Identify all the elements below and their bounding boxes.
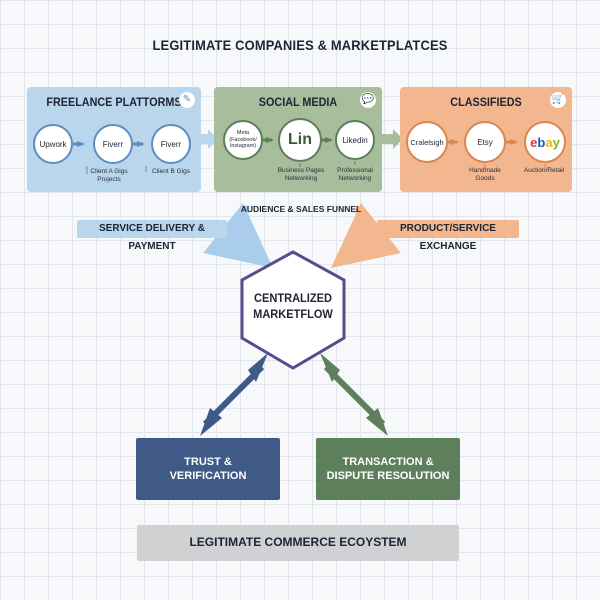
classifieds-links (448, 139, 546, 168)
node-meta: Meta (Facebook/ Instagram) (223, 120, 263, 160)
funnel-left-to-tag (228, 226, 238, 232)
centralized-marketflow-label: CENTRALIZED MARKETFLOW (253, 291, 333, 322)
transaction-dispute-box: TRANSACTION & DISPUTE RESOLUTION (316, 438, 460, 500)
ebay-logo-text: ebay (530, 135, 560, 150)
freelance-panel: FREELANCE PLATTORMS ✎ Upwork Fiverr Five… (27, 87, 201, 192)
trust-verification-box: TRUST & VERIFICATION (136, 438, 280, 500)
ebay-letter: e (530, 134, 538, 150)
node-likedin: Likedin (335, 120, 375, 160)
social-panel: SOCIAL MEDIA 💬 Meta (Facebook/ Instagram… (214, 87, 382, 192)
freelance-caption-1: Client A Gigs Projects (90, 168, 128, 184)
freelance-links (73, 141, 147, 174)
transaction-double-arrow (320, 353, 388, 436)
social-links (263, 137, 356, 167)
classifieds-caption-1: Handmade Goods (469, 167, 501, 183)
node-etsy: Etsy (464, 121, 506, 163)
social-caption-2: Professional Networking (337, 167, 373, 183)
ebay-letter: b (537, 134, 546, 150)
freelance-panel-title: FREELANCE PLATTORMS (46, 95, 182, 109)
node-ebay: ebay (524, 121, 566, 163)
ebay-letter: y (552, 134, 560, 150)
ebay-letter: a (545, 134, 553, 150)
node-fiverr-b: Fiverr (151, 124, 191, 164)
pencil-icon: ✎ (179, 92, 195, 108)
node-upwork: Upwork (33, 124, 73, 164)
classifieds-caption-2: Auction/Retail (523, 167, 565, 174)
diagram-title: LEGITIMATE COMPANIES & MARKETPLATCES (152, 37, 448, 53)
shopping-cart-icon: 🛒 (550, 92, 566, 108)
funnel-right-arrow (331, 203, 401, 269)
freelance-caption-2: Client B Gigs (152, 168, 190, 175)
funnel-right-to-tag (366, 226, 376, 232)
service-delivery-tag: SERVICE DELIVERY & PAYMENT (77, 220, 227, 252)
panel-connector-1 (196, 129, 218, 149)
social-caption-1: Business Pages Networking (277, 167, 325, 183)
product-exchange-tag: PRODUCT/SERVICE EXCHANGE (377, 220, 519, 252)
commerce-ecosystem-bar: LEGITIMATE COMMERCE ECOYSTEM (137, 525, 459, 561)
chat-bubble-icon: 💬 (360, 92, 376, 108)
classifieds-panel-title: CLASSIFIEDS (450, 95, 522, 109)
node-craigslist: Cralelsigh (406, 121, 448, 163)
social-panel-title: SOCIAL MEDIA (258, 95, 338, 109)
node-linkedin-logo: Lin (278, 118, 322, 162)
center-hexagon (240, 250, 346, 370)
trust-double-arrow (200, 353, 268, 436)
classifieds-panel: CLASSIFIEDS 🛒 Cralelsigh Etsy ebay Handm… (400, 87, 572, 192)
panel-connector-2 (381, 129, 403, 149)
node-fiverr-a: Fiverr (93, 124, 133, 164)
funnel-left-arrow (203, 203, 273, 269)
funnel-label: AUDIENCE & SALES FUNNEL (240, 204, 362, 214)
